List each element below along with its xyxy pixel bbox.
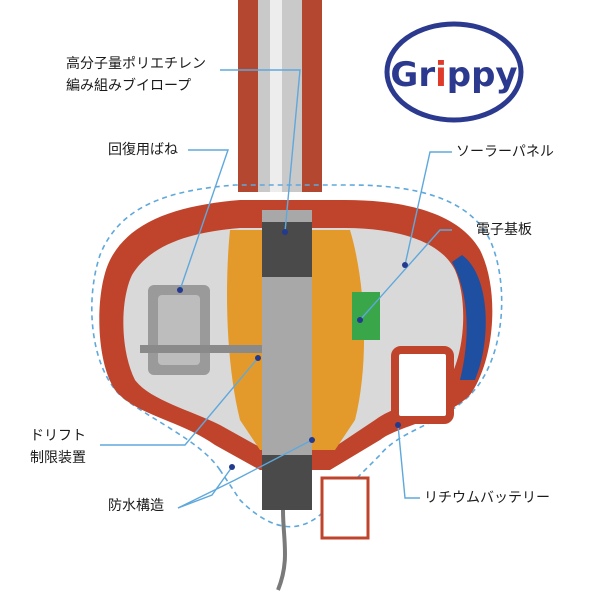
- grippy-logo: Grippy: [384, 21, 524, 123]
- drift-limiter-label-line2: 制限装置: [30, 450, 86, 466]
- rope-label-line2: 編み組みブイロープ: [66, 78, 192, 94]
- circuit-board-label: 電子基板: [476, 222, 532, 238]
- drift-limiter-label-line1: ドリフト: [30, 428, 86, 444]
- spring-label: 回復用ばね: [108, 142, 178, 158]
- dashed-envelope: [91, 184, 503, 528]
- leader-dots: [177, 229, 408, 470]
- waterproof-label: 防水構造: [108, 498, 164, 514]
- rope-tube: [238, 0, 322, 192]
- svg-text:Grippy: Grippy: [390, 55, 517, 95]
- battery-label: リチウムバッテリー: [424, 490, 550, 506]
- leader-lines: [100, 69, 452, 509]
- solar-panel-label: ソーラーパネル: [456, 144, 554, 160]
- rope-label-line1: 高分子量ポリエチレン: [66, 56, 206, 72]
- buoy-body: [99, 200, 493, 591]
